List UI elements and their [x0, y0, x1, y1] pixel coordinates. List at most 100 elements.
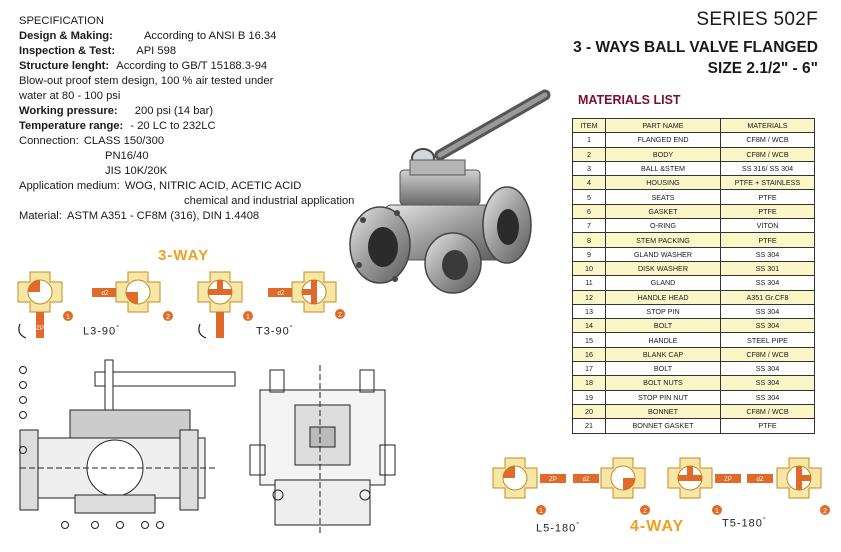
t5-valve-a: ZP 1 — [667, 457, 741, 515]
cell-material: VITON — [720, 218, 815, 234]
svg-text:2: 2 — [166, 314, 170, 321]
four-way-diagram: ZP 1 dZ 2 ZP 1 dZ 2 — [492, 457, 830, 515]
product-size: SIZE 2.1/2" - 6" — [707, 60, 818, 77]
cell-item: 2 — [572, 146, 606, 162]
spec-inspection: Inspection & Test: API 598 — [19, 45, 177, 57]
cell-part-name: HANDLE — [605, 332, 721, 348]
series-title: SERIES 502F — [696, 9, 818, 30]
svg-text:dZ: dZ — [582, 477, 589, 483]
cell-item: 16 — [572, 346, 606, 363]
cell-material: CF8M / WCB — [720, 403, 815, 420]
svg-text:2: 2 — [643, 508, 647, 515]
svg-text:dZ: dZ — [277, 291, 284, 297]
four-way-label: 4-WAY — [630, 518, 685, 535]
materials-list-title: MATERIALS LIST — [578, 93, 681, 107]
cell-material: SS 304 — [720, 246, 815, 262]
l5-label: L5-180° — [536, 522, 581, 535]
svg-text:1: 1 — [715, 508, 719, 515]
cell-part-name: BLANK CAP — [605, 346, 721, 363]
l5-valve-b: dZ 2 — [573, 457, 650, 515]
cell-item: 4 — [572, 175, 606, 191]
cell-item: 7 — [572, 218, 606, 234]
spec-design: Design & Making: According to ANSI B 16.… — [19, 30, 277, 42]
cell-material: CF8M / WCB — [720, 146, 815, 162]
cell-material: SS 304 — [720, 389, 815, 405]
cell-material: PTFE + STAINLESS — [720, 175, 815, 191]
svg-text:2: 2 — [338, 312, 342, 319]
svg-text:ZP: ZP — [549, 477, 557, 483]
specification-block: SPECIFICATION Design & Making: According… — [19, 14, 364, 224]
t3-valve-b: dZ 2 — [268, 271, 345, 319]
spec-blowout-2: water at 80 - 100 psi — [19, 90, 121, 102]
cell-material: SS 304 — [720, 275, 815, 291]
t5-valve-b: dZ 2 — [747, 457, 830, 515]
cell-material: SS 301 — [720, 260, 815, 277]
three-way-diagram: ZP 1 dZ 2 1 dZ 2 — [17, 271, 345, 339]
l3-label: L3-90° — [83, 325, 120, 338]
cell-material: PTFE — [720, 189, 815, 205]
cell-part-name: SEATS — [605, 189, 721, 205]
cell-item: 8 — [572, 232, 606, 248]
spec-structure: Structure lenght: According to GB/T 1518… — [19, 60, 268, 72]
cell-part-name: GASKET — [605, 203, 721, 220]
cell-material: SS 316/ SS 304 — [720, 160, 815, 177]
cell-material: SS 304 — [720, 361, 815, 377]
svg-text:1: 1 — [539, 508, 543, 515]
cell-part-name: HANDLE HEAD — [605, 289, 721, 305]
cell-item: 9 — [572, 246, 606, 262]
spec-temperature: Temperature range: - 20 LC to 232LC — [19, 120, 216, 132]
cell-part-name: BOLT — [605, 318, 721, 334]
cell-material: PTFE — [720, 418, 815, 434]
zp-tag: ZP — [36, 326, 44, 332]
cell-item: 6 — [572, 203, 606, 220]
col-item: ITEM — [572, 117, 606, 134]
col-materials: MATERIALS — [720, 117, 815, 134]
spec-blowout-1: Blow-out proof stem design, 100 % air te… — [19, 75, 274, 87]
cell-part-name: DISK WASHER — [605, 260, 721, 277]
svg-text:ZP: ZP — [724, 477, 732, 483]
svg-text:dZ: dZ — [756, 477, 763, 483]
l3-valve-a: ZP 1 — [17, 271, 73, 339]
cell-part-name: STOP PIN — [605, 303, 721, 320]
rotate-arrow-icon — [198, 323, 207, 339]
cell-part-name: HOUSING — [605, 175, 721, 191]
spec-application-2: chemical and industrial application — [184, 195, 355, 207]
cell-part-name: BOLT — [605, 361, 721, 377]
cell-material: STEEL PIPE — [720, 332, 815, 348]
cell-item: 12 — [572, 289, 606, 305]
valve-photo — [349, 89, 551, 294]
cell-material: PTFE — [720, 232, 815, 248]
product-title: 3 - WAYS BALL VALVE FLANGED — [573, 39, 818, 56]
spec-connection-2: PN16/40 — [105, 150, 149, 162]
cell-item: 10 — [572, 260, 606, 277]
cell-part-name: FLANGED END — [605, 132, 721, 148]
cell-material: CF8M / WCB — [720, 346, 815, 363]
rotate-arrow-icon — [18, 323, 27, 339]
cell-material: A351 Gr.CF8 — [720, 289, 815, 305]
spec-heading: SPECIFICATION — [19, 15, 104, 27]
cell-item: 18 — [572, 375, 606, 391]
cell-material: SS 304 — [720, 318, 815, 334]
cell-item: 17 — [572, 361, 606, 377]
cell-item: 5 — [572, 189, 606, 205]
cell-part-name: BONNET — [605, 403, 721, 420]
svg-text:1: 1 — [246, 314, 250, 321]
spec-pressure: Working pressure: 200 psi (14 bar) — [19, 105, 214, 117]
svg-text:1: 1 — [66, 314, 70, 321]
cell-part-name: BOLT NUTS — [605, 375, 721, 391]
